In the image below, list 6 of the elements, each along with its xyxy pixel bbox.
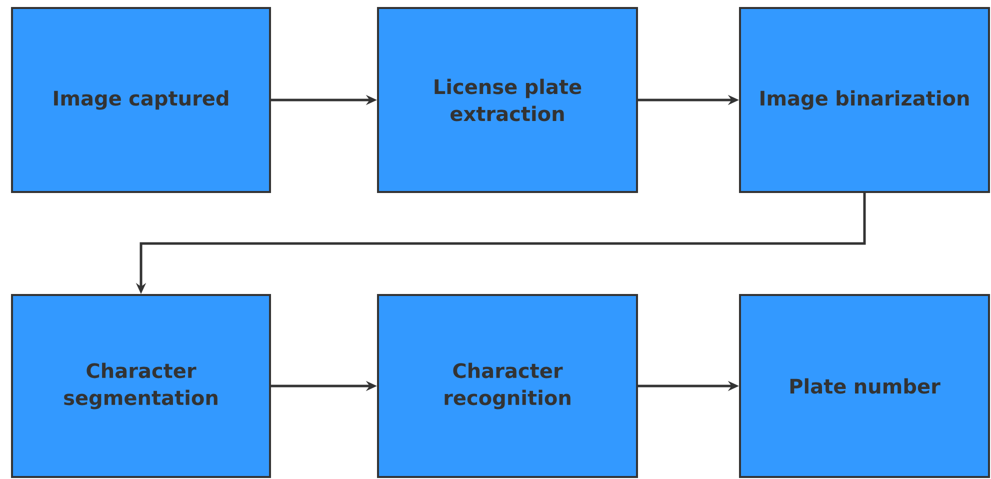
process-box: Character segmentation — [11, 294, 271, 478]
process-box: License plate extraction — [377, 7, 638, 193]
process-box: Image captured — [11, 7, 271, 193]
process-box: Image binarization — [739, 7, 990, 193]
process-box: Plate number — [739, 294, 990, 478]
process-box: Character recognition — [377, 294, 638, 478]
